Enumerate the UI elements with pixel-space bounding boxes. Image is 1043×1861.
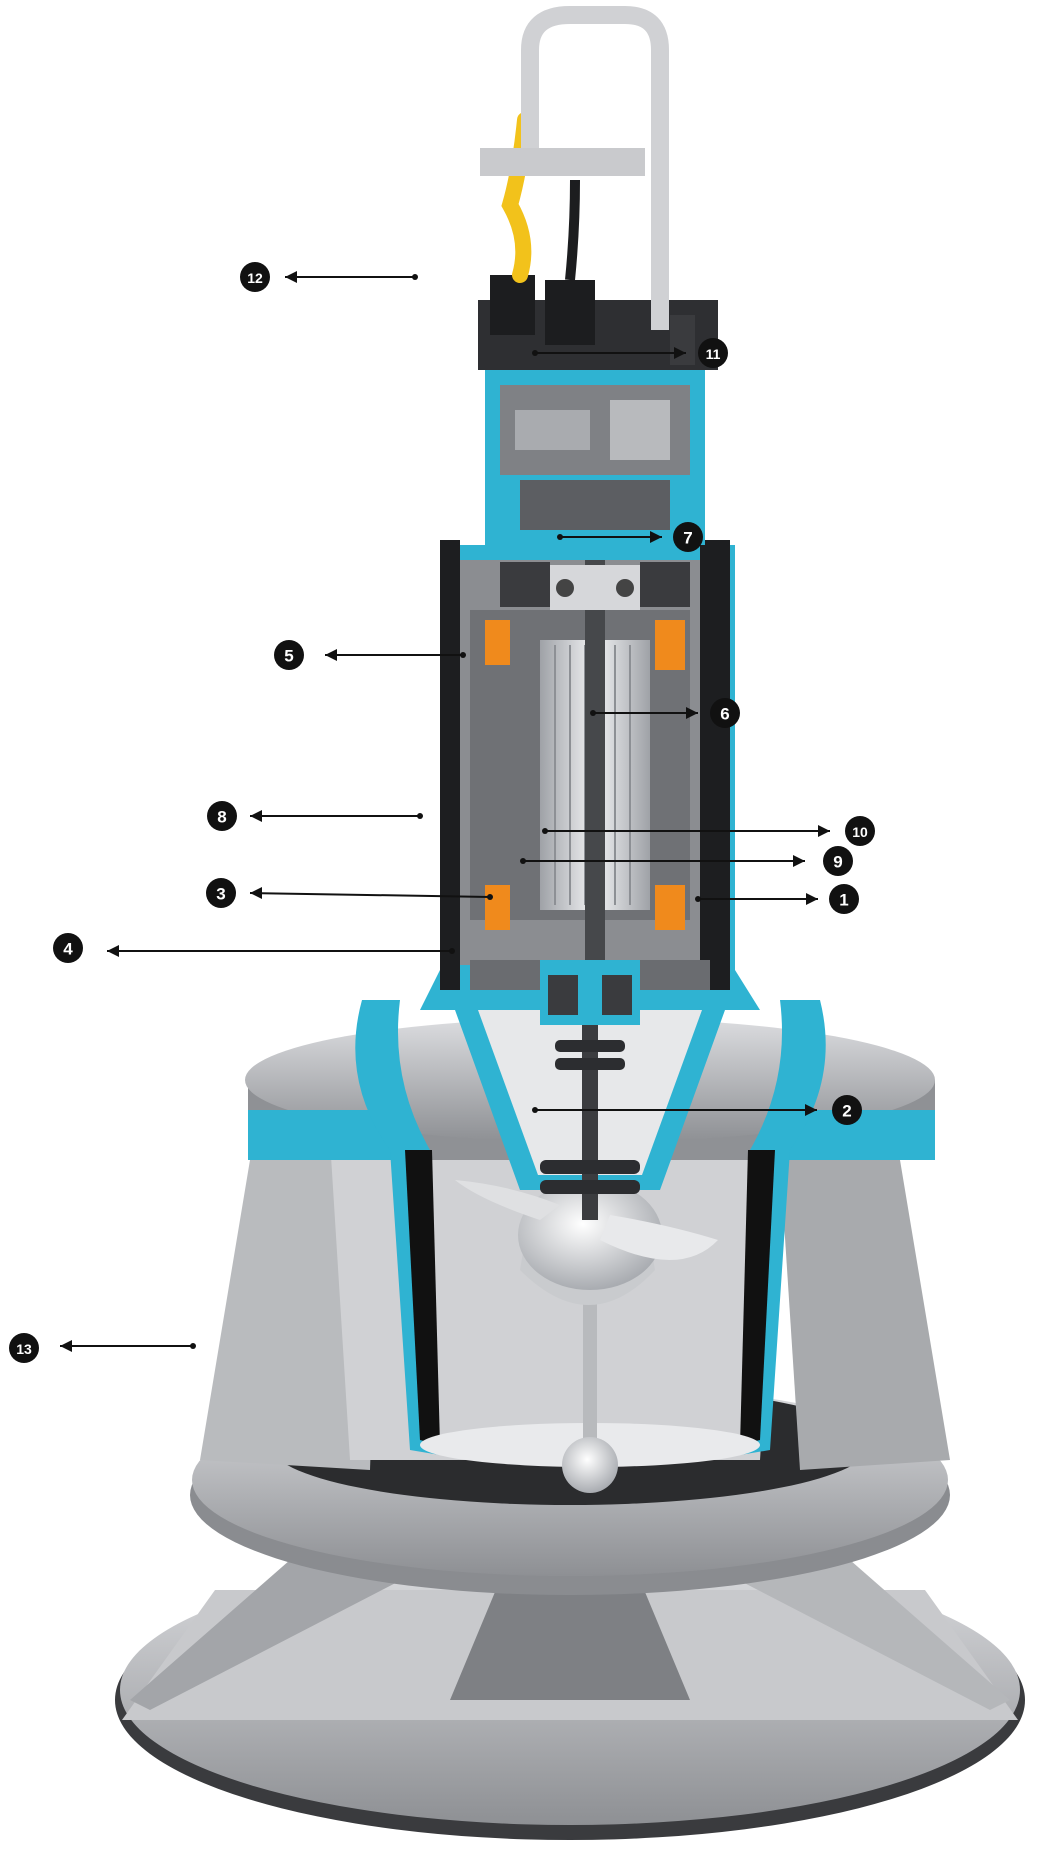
callout-badge-5 (274, 640, 304, 670)
callout-label-10: 10 (852, 824, 868, 840)
leader-origin-dot-13 (190, 1343, 196, 1349)
leader-line-3 (249, 892, 491, 898)
leader-origin-dot-12 (412, 274, 418, 280)
arrowhead-7 (650, 531, 662, 543)
callout-badge-4 (53, 933, 83, 963)
callout-label-9: 9 (833, 853, 842, 872)
upper-bearing (500, 562, 690, 610)
arrowhead-8 (250, 810, 262, 822)
arrowhead-9 (793, 855, 805, 867)
callout-label-8: 8 (217, 808, 226, 827)
arrowhead-10 (818, 825, 830, 837)
leader-origin-dot-9 (520, 858, 526, 864)
arrowhead-2 (805, 1104, 817, 1116)
callout-label-7: 7 (683, 529, 692, 548)
cable-entry (478, 6, 718, 370)
leader-origin-dot-11 (532, 350, 538, 356)
bearing-block (470, 960, 710, 1025)
base-bell (115, 1555, 1025, 1840)
arrowhead-1 (806, 893, 818, 905)
callout-badge-2 (832, 1095, 862, 1125)
callout-label-5: 5 (284, 647, 293, 666)
callout-label-1: 1 (839, 891, 848, 910)
arrowhead-12 (285, 271, 297, 283)
callout-badge-8 (207, 801, 237, 831)
arrowhead-4 (107, 945, 119, 957)
cone-housing (455, 1010, 725, 1220)
duct-section (355, 1000, 826, 1467)
stand-legs (200, 1140, 950, 1470)
arrowhead-3 (250, 887, 262, 899)
leader-origin-dot-3 (487, 894, 493, 900)
callout-badge-3 (206, 878, 236, 908)
callout-label-3: 3 (216, 885, 225, 904)
callout-badge-11 (698, 338, 728, 368)
callout-label-11: 11 (706, 346, 721, 362)
propeller (455, 1180, 718, 1493)
callout-label-13: 13 (16, 1341, 32, 1357)
leader-origin-dot-7 (557, 534, 563, 540)
leader-origin-dot-5 (460, 652, 466, 658)
arrowhead-6 (686, 707, 698, 719)
arrowhead-11 (674, 347, 686, 359)
terminal-chamber (485, 370, 705, 545)
callout-label-12: 12 (247, 270, 263, 286)
leader-origin-dot-4 (449, 948, 455, 954)
leader-arrows (60, 271, 830, 1352)
leader-origin-dot-1 (695, 896, 701, 902)
callout-label-4: 4 (63, 940, 73, 959)
leader-origin-dot-6 (590, 710, 596, 716)
arrowhead-5 (325, 649, 337, 661)
callout-badge-10 (845, 816, 875, 846)
callout-badge-1 (829, 884, 859, 914)
leader-origin-dot-8 (417, 813, 423, 819)
seal-rings (540, 1040, 640, 1194)
callout-label-2: 2 (842, 1102, 851, 1121)
callout-badge-13 (9, 1333, 39, 1363)
leader-origin-dot-10 (542, 828, 548, 834)
callout-badge-6 (710, 698, 740, 728)
arrowhead-13 (60, 1340, 72, 1352)
callout-badge-7 (673, 522, 703, 552)
callout-badge-12 (240, 262, 270, 292)
leader-origin-dot-2 (532, 1107, 538, 1113)
callout-badge-9 (823, 846, 853, 876)
callout-label-6: 6 (720, 705, 729, 724)
stator-windings (485, 620, 685, 930)
